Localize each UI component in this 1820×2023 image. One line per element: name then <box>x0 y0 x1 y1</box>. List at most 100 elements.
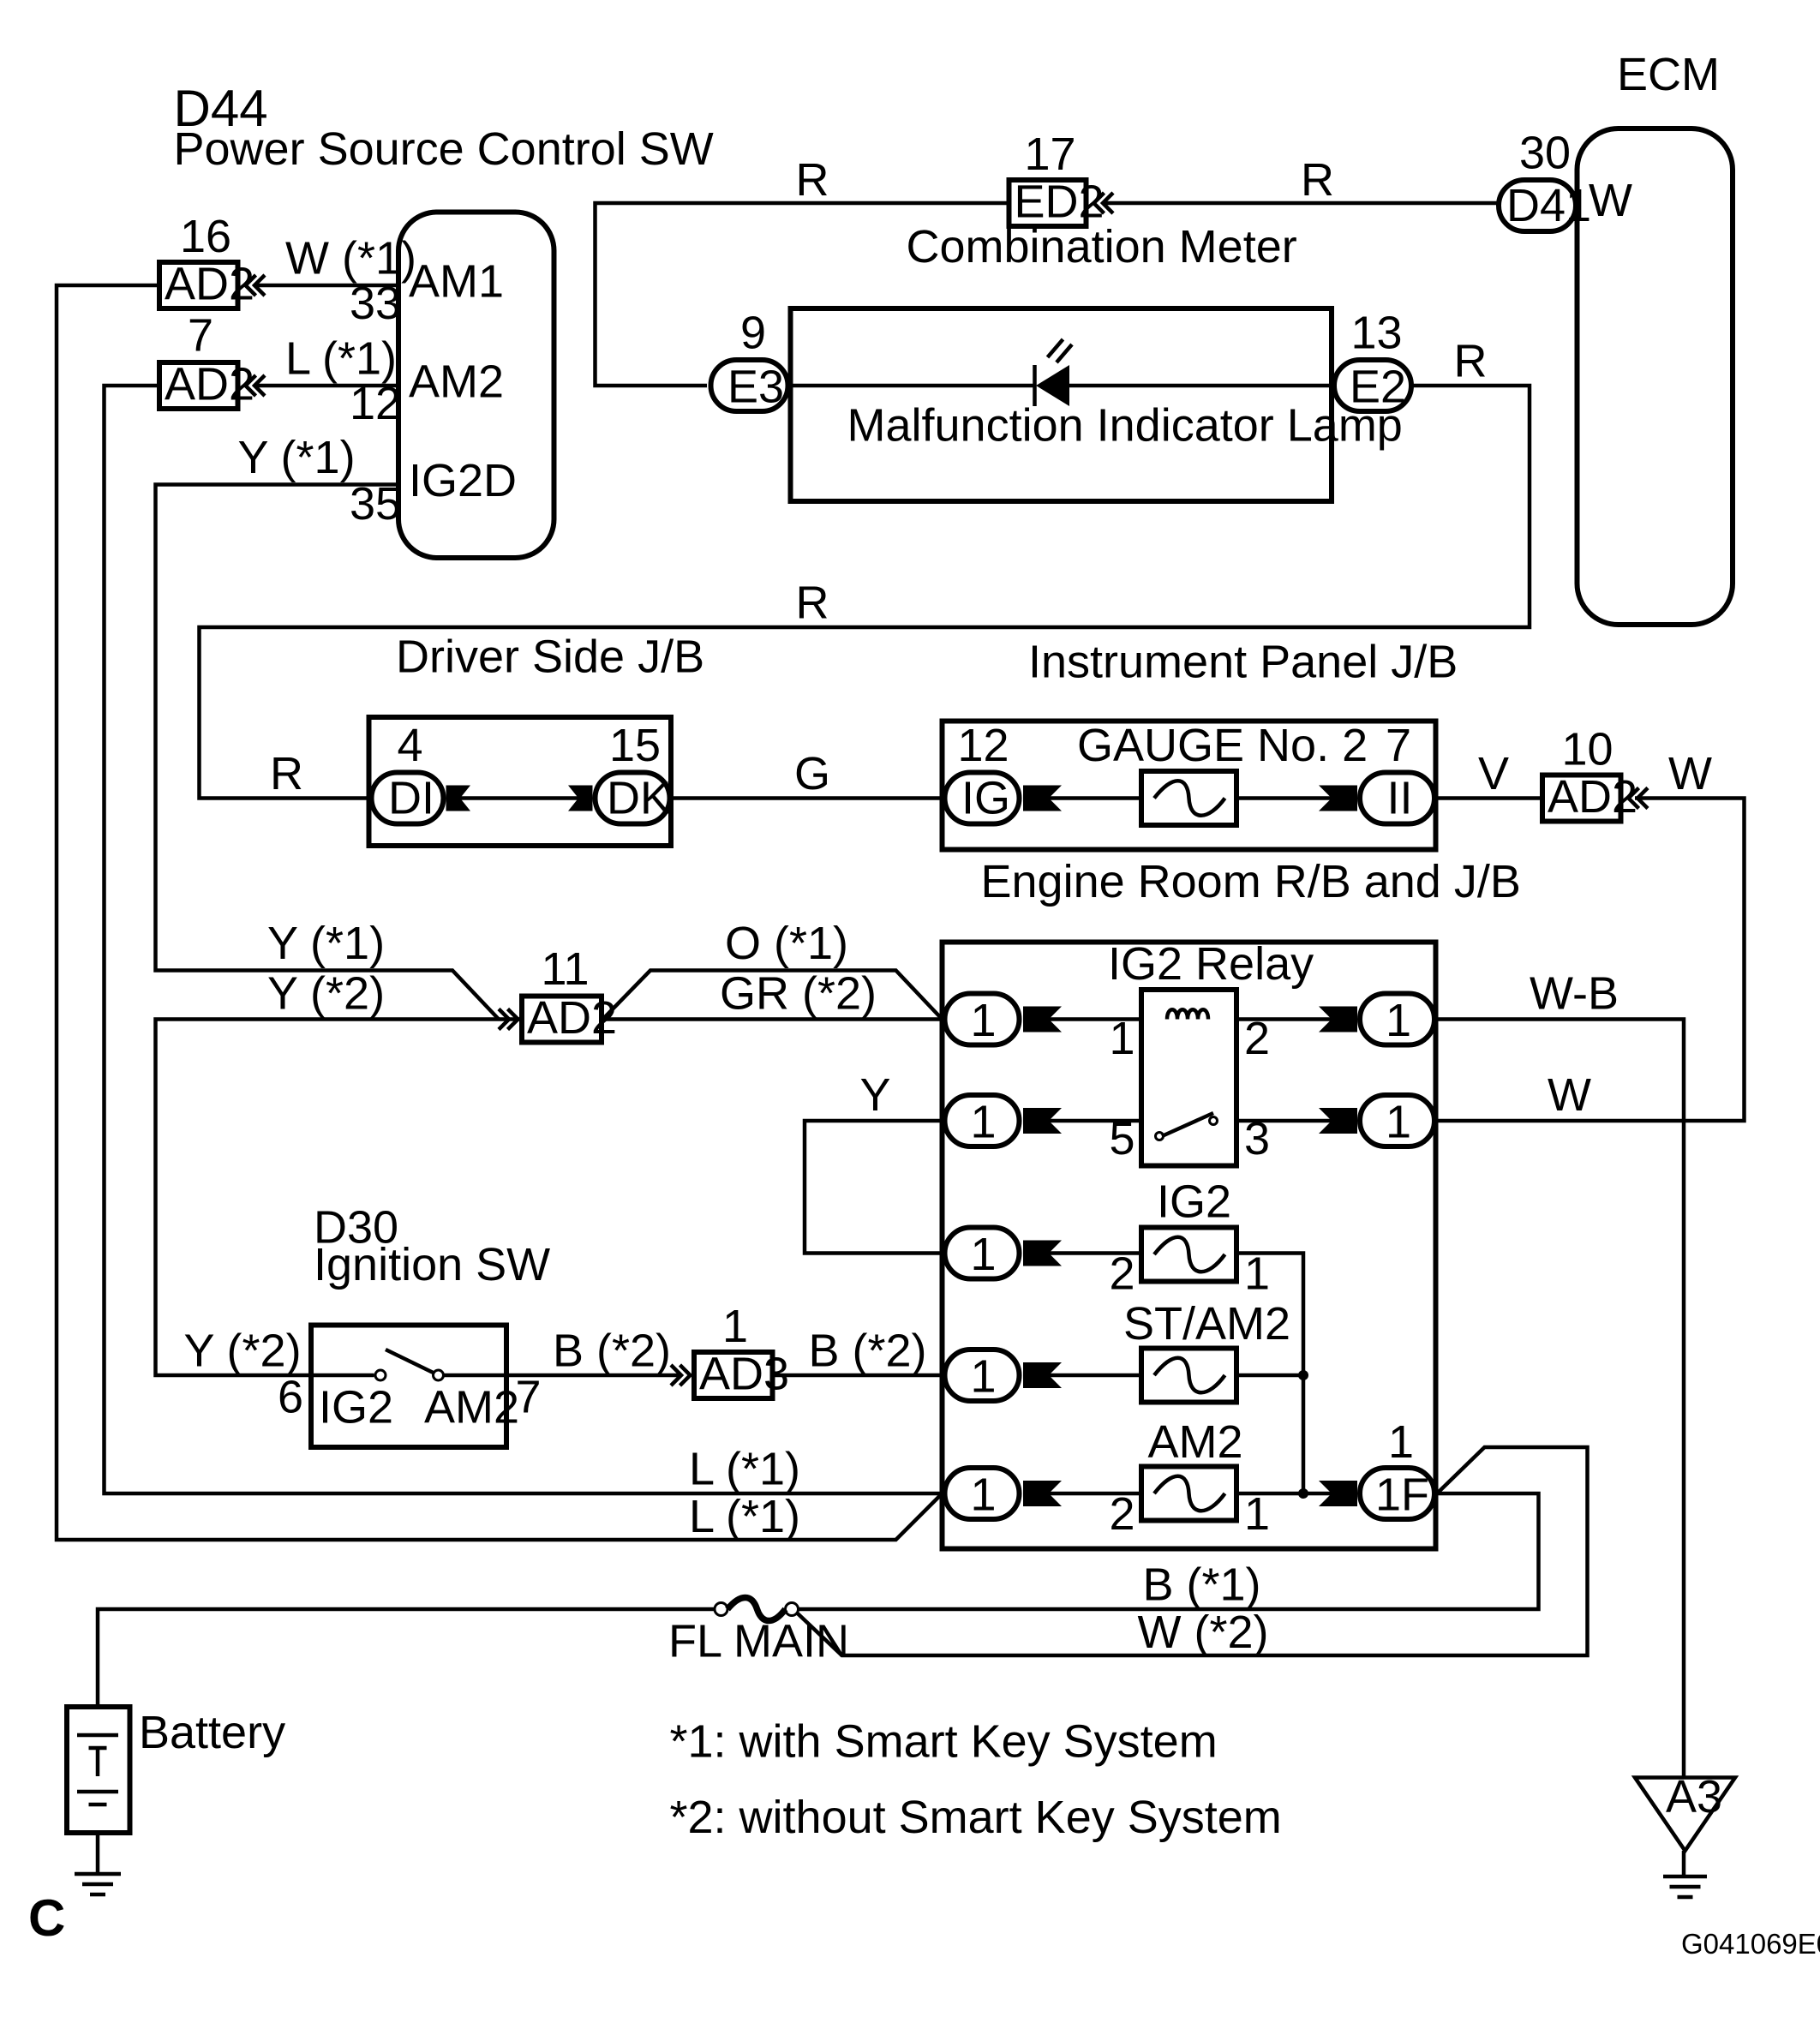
conn-1-oval <box>942 991 1022 1048</box>
conn-1-label: 1 <box>1386 1097 1411 1148</box>
wire-y1 <box>153 482 500 1021</box>
wire-label-g: G <box>794 748 830 799</box>
arrow-icon <box>1319 1006 1357 1032</box>
ground-icon <box>1663 1874 1707 1900</box>
d41-label: D41 <box>1506 180 1591 231</box>
battery-label: Battery <box>139 1707 285 1758</box>
arrow-icon <box>1023 1240 1062 1266</box>
meter-body <box>787 306 1334 504</box>
d44-name: Power Source Control SW <box>174 123 714 175</box>
ground-a3: A3 <box>1631 1771 1739 1900</box>
ad3-chevron-icon <box>669 1363 693 1387</box>
wire-label-w1: W (*1) <box>285 233 416 284</box>
battery: Battery <box>64 1704 285 1897</box>
pin-12b: 12 <box>958 720 1009 771</box>
wire-label-w-relay: W <box>1548 1069 1591 1121</box>
ad2-16-chevron-icon <box>242 273 266 297</box>
am2-fuse-icon <box>1152 1474 1227 1513</box>
ground-point-icon <box>1631 1775 1739 1854</box>
conn-1-oval <box>1357 991 1437 1048</box>
conn-1-label: 1 <box>971 1097 997 1148</box>
conn-1-oval <box>1357 1092 1437 1149</box>
st-am2-fuse-box <box>1139 1345 1239 1405</box>
wire-label-b1: B (*1) <box>1143 1559 1261 1611</box>
wire-r-meter-in <box>593 201 1009 388</box>
wire-label-y1: Y (*1) <box>267 918 385 969</box>
pin-4: 4 <box>398 720 423 771</box>
ii-arrow-icon <box>1319 785 1357 811</box>
wire-label-r-di: R <box>270 748 303 799</box>
pin-7: 7 <box>188 310 213 362</box>
wire-label-wb: W-B <box>1530 968 1619 1020</box>
led-icon <box>1036 365 1069 406</box>
ad3-label: AD3 <box>699 1349 789 1400</box>
pin-10: 10 <box>1562 724 1613 775</box>
wire-label-r-e2: R <box>1454 336 1488 387</box>
wire-batt <box>95 1607 716 1709</box>
wire-label-r-loop: R <box>796 578 829 629</box>
conn-1-label: 1 <box>1386 995 1411 1046</box>
ad2-11-chevron-icon <box>497 1007 521 1032</box>
ig2-relay-label: IG2 Relay <box>1108 938 1314 990</box>
wire-w2 <box>791 1445 1590 1658</box>
driver-jb-body <box>366 715 674 848</box>
relay-pin-2: 2 <box>1244 1013 1270 1064</box>
wire-label-v: V <box>1478 748 1509 799</box>
combination-meter: ED2 17 Combination Meter Malfunction Ind… <box>708 129 1488 504</box>
ii-label: II <box>1387 773 1413 824</box>
conn-1-oval <box>942 1347 1022 1404</box>
wire-y2 <box>153 1017 519 1378</box>
relay-pin-1: 1 <box>1110 1013 1135 1064</box>
ground-icon <box>75 1871 121 1897</box>
wire-label-gr2: GR (*2) <box>720 968 877 1020</box>
fl-main-terminal-icon <box>713 1601 729 1617</box>
terminal-ig2d: IG2D <box>409 455 517 506</box>
terminal-ig2: IG2 <box>319 1382 393 1433</box>
wire-o1 <box>601 968 944 1021</box>
conn-1-label: 1 <box>971 1229 997 1280</box>
conn-1-label: 1 <box>971 1351 997 1403</box>
junction-dot <box>1298 1488 1308 1499</box>
pin-13: 13 <box>1351 308 1403 359</box>
connector-ad2-11: AD2 11 <box>497 943 617 1045</box>
ig-arrow-icon <box>1023 785 1062 811</box>
switch-contact-icon <box>374 1368 387 1382</box>
am2-fuse-pin-2: 2 <box>1110 1488 1135 1540</box>
gauge-fuse-label: GAUGE No. 2 <box>1077 720 1368 771</box>
ig-label: IG <box>961 773 1010 824</box>
power-source-control-sw: D44 Power Source Control SW AM1 AM2 IG2D… <box>174 80 714 560</box>
am2-fuse-pin-1: 1 <box>1244 1488 1270 1540</box>
wire-label-w-ad2: W <box>1668 748 1712 799</box>
ed2-box <box>1006 177 1089 229</box>
wire-l1-a <box>102 383 943 1496</box>
ig2-fuse-label: IG2 <box>1157 1176 1231 1228</box>
e3-label: E3 <box>727 362 784 413</box>
fl-main-icon <box>725 1594 788 1625</box>
pin-7b: 7 <box>1386 720 1411 771</box>
e2-oval <box>1332 357 1414 414</box>
wire-wb <box>1437 1017 1686 1778</box>
engine-rb-body <box>939 939 1439 1552</box>
wire-label-y1-top: Y (*1) <box>238 432 356 483</box>
wire-label-o1: O (*1) <box>725 918 848 969</box>
conn-1-oval <box>942 1465 1022 1522</box>
relay-switch-icon <box>1161 1110 1214 1139</box>
instrument-jb-body <box>939 718 1439 853</box>
engine-rb-label: Engine Room R/B and J/B <box>981 856 1521 907</box>
st-am2-fuse-label: ST/AM2 <box>1123 1298 1290 1350</box>
ad2-7-label: AD2 <box>165 359 254 410</box>
ignition-sw-body <box>308 1322 509 1450</box>
junction-dot <box>1298 1370 1308 1380</box>
wire-label-l1: L (*1) <box>285 333 397 385</box>
connector-ad2-7: AD2 7 <box>157 310 266 411</box>
d44-id: D44 <box>174 80 268 137</box>
pin-12: 12 <box>350 378 401 429</box>
ig2-fuse-box <box>1139 1224 1239 1284</box>
d30-name: Ignition SW <box>314 1239 550 1290</box>
wire-label-y2-sw: Y (*2) <box>184 1326 302 1377</box>
page-label: C <box>28 1889 65 1947</box>
battery-cell-icon <box>77 1733 118 1807</box>
pin-1-1f: 1 <box>1388 1416 1414 1468</box>
dk-arrow-icon <box>568 785 593 811</box>
pin-35: 35 <box>350 478 401 530</box>
